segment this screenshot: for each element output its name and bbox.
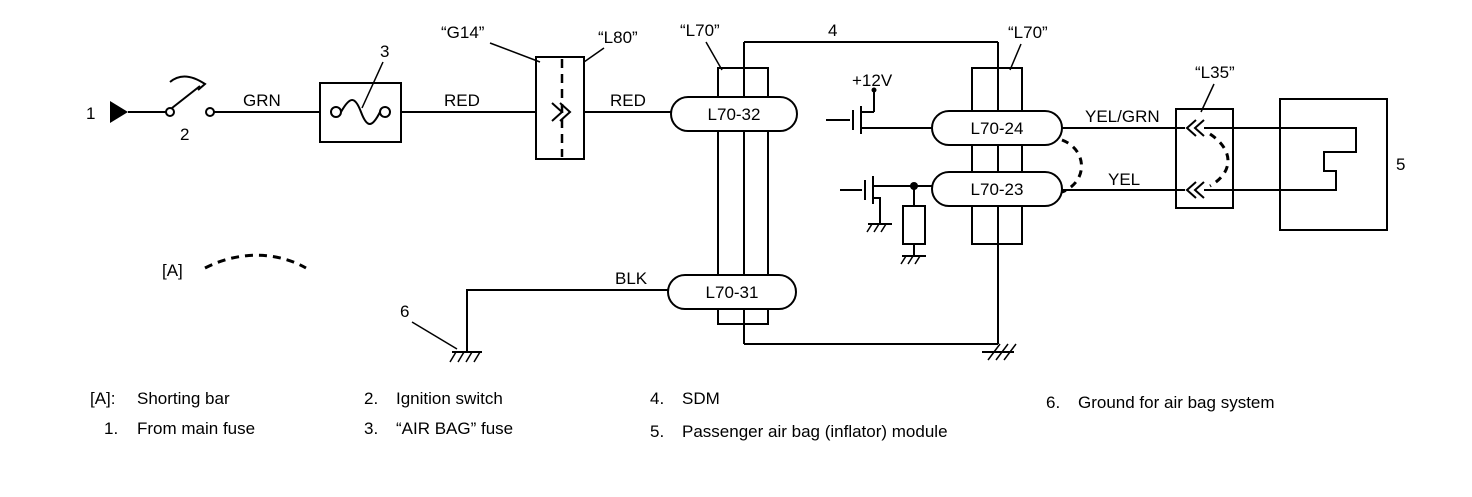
wire-label-yel: YEL [1108,170,1140,189]
legend-key: 6. [1046,393,1060,412]
connector-pin-icon-l35-lower [1185,181,1205,199]
shorting-bar-l35 [1209,132,1230,188]
label-6: 6 [400,302,409,321]
shorting-bar-sdm [1061,138,1083,194]
wire-label-red-2: RED [610,91,646,110]
connector-label-l70-left: “L70” [680,21,720,40]
label-4: 4 [828,21,837,40]
legend-text: Shorting bar [137,389,230,408]
leader-l70-left [705,41,723,71]
legend-text: From main fuse [137,419,255,438]
wire-label-yel-grn: YEL/GRN [1085,107,1160,126]
connector-label-g14: “G14” [441,23,485,42]
fuse-icon [330,99,391,125]
leader-l80 [583,47,605,63]
label-2: 2 [180,125,189,144]
ignition-switch [165,75,215,117]
airbag-module [1279,98,1388,231]
wire-label-blk: BLK [615,269,648,288]
wire-label-grn: GRN [243,91,281,110]
legend: [A]: Shorting bar 1. From main fuse 2. I… [90,389,1275,441]
shorting-bar-symbol [204,253,307,270]
connector-label-l35: “L35” [1195,63,1235,82]
wire-label-red-1: RED [444,91,480,110]
leader-g14 [489,42,541,63]
ground-icon-lower-left [866,223,892,233]
legend-key: 1. [104,419,118,438]
resistor-icon [902,205,926,245]
connector-label-l70-right: “L70” [1008,23,1048,42]
connector-g14-l80 [535,56,585,160]
shorting-bar-marker: [A] [162,261,183,280]
legend-text: Ground for air bag system [1078,393,1275,412]
connector-label-l80: “L80” [598,28,638,47]
legend-text: SDM [682,389,720,408]
legend-key: 4. [650,389,664,408]
legend-text: “AIR BAG” fuse [396,419,513,438]
legend-key: [A]: [90,389,116,408]
terminal-label-l70-31: L70-31 [706,283,759,302]
connector-l35 [1175,108,1234,209]
label-3: 3 [380,42,389,61]
source-arrow-icon [110,101,128,123]
wire-blk [466,289,668,352]
supply-label: +12V [852,71,893,90]
transistor-icon-lower [840,176,932,224]
legend-text: Ignition switch [396,389,503,408]
legend-key: 3. [364,419,378,438]
connector-pin-icon [551,102,572,122]
leader-6 [411,321,458,350]
label-1: 1 [86,104,95,123]
connector-pin-icon-l35-upper [1185,119,1205,137]
terminal-label-l70-24: L70-24 [971,119,1024,138]
legend-key: 5. [650,422,664,441]
ground-icon [449,351,482,363]
ground-icon-resistor [900,255,926,265]
leader-l70-right [1009,43,1022,71]
chassis-ground-icon [982,343,1017,361]
terminal-label-l70-23: L70-23 [971,180,1024,199]
terminal-l70-32 [670,96,798,132]
label-5: 5 [1396,155,1405,174]
terminal-l70-31 [667,274,797,310]
legend-text: Passenger air bag (inflator) module [682,422,948,441]
terminal-label-l70-32: L70-32 [708,105,761,124]
airbag-inflator-icon [1282,127,1357,191]
leader-l35 [1200,83,1215,113]
leader-3 [361,61,384,109]
transistor-icon-upper [826,106,932,134]
legend-key: 2. [364,389,378,408]
